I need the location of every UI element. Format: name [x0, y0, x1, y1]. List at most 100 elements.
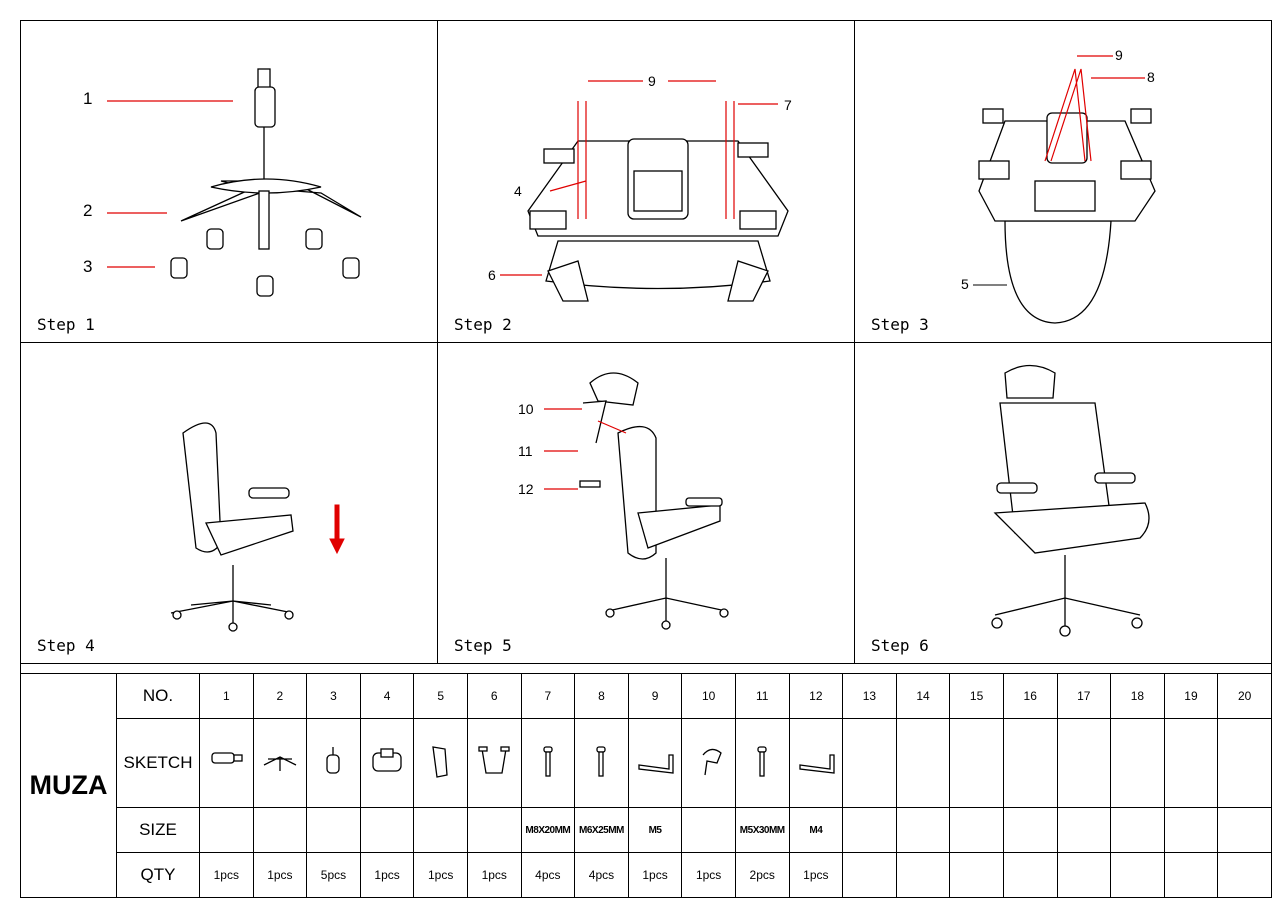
- part-sketch: [788, 717, 844, 809]
- row-header: NO.: [116, 673, 200, 719]
- allen-key-icon: [799, 753, 835, 774]
- part-sketch: [252, 717, 308, 809]
- step-6-illustration: [991, 364, 1150, 637]
- row-header: SKETCH: [116, 717, 200, 809]
- step-label: Step 1: [37, 315, 95, 334]
- part-size: [1002, 807, 1058, 854]
- part-size: M5X30MM: [734, 807, 790, 854]
- callout-3: 3: [83, 257, 93, 276]
- step-2-panel: 9 7 4 6 Step 2: [437, 20, 855, 343]
- part-number: 17: [1056, 673, 1112, 719]
- step-1-illustration: [107, 68, 362, 297]
- part-number: 18: [1110, 673, 1165, 719]
- part-qty: 1pcs: [413, 852, 468, 898]
- part-number: 1: [199, 673, 254, 719]
- step-3-illustration: [973, 55, 1156, 324]
- callout-9: 9: [648, 73, 656, 89]
- part-size: [1110, 807, 1165, 854]
- part-qty: 1pcs: [359, 852, 415, 898]
- part-number: 16: [1002, 673, 1058, 719]
- brand-logo: MUZA: [20, 673, 117, 898]
- backrest-icon: [431, 745, 448, 778]
- callout-2: 2: [83, 201, 93, 220]
- part-sketch: [1217, 717, 1272, 809]
- part-sketch: [895, 717, 951, 809]
- part-qty: [895, 852, 951, 898]
- part-number: 13: [842, 673, 897, 719]
- callout-5: 5: [961, 276, 969, 292]
- part-qty: 1pcs: [199, 852, 254, 898]
- part-size: [413, 807, 468, 854]
- part-size: [1056, 807, 1112, 854]
- part-number: 6: [466, 673, 522, 719]
- part-number: 12: [788, 673, 844, 719]
- part-sketch: [466, 717, 522, 809]
- part-sketch: [627, 717, 683, 809]
- part-sketch: [1110, 717, 1165, 809]
- part-size: [199, 807, 254, 854]
- part-sketch: [199, 717, 254, 809]
- part-qty: 2pcs: [734, 852, 790, 898]
- part-qty: 1pcs: [788, 852, 844, 898]
- mechanism-icon: [372, 747, 402, 772]
- part-qty: [842, 852, 897, 898]
- bolt-icon: [596, 745, 607, 777]
- caster-icon: [326, 746, 341, 774]
- part-number: 14: [895, 673, 951, 719]
- table-row-sketch: SKETCH: [21, 717, 1272, 809]
- callout-7: 7: [784, 97, 792, 113]
- part-qty: 1pcs: [252, 852, 308, 898]
- step-4-panel: Step 4: [20, 342, 438, 664]
- part-sketch: [1002, 717, 1058, 809]
- part-size: [252, 807, 308, 854]
- step-label: Step 6: [871, 636, 929, 655]
- part-size: M5: [627, 807, 683, 854]
- callout-11: 11: [518, 443, 533, 459]
- step-5-illustration: [544, 372, 729, 630]
- part-qty: [1002, 852, 1058, 898]
- row-header: QTY: [116, 852, 200, 898]
- part-sketch: [520, 717, 576, 809]
- step-label: Step 4: [37, 636, 95, 655]
- callout-6: 6: [488, 267, 496, 283]
- step-4-illustration: [170, 422, 345, 632]
- part-qty: [1056, 852, 1112, 898]
- part-number: 20: [1217, 673, 1272, 719]
- part-qty: 5pcs: [306, 852, 361, 898]
- part-sketch: [949, 717, 1004, 809]
- part-number: 19: [1163, 673, 1219, 719]
- part-size: [1163, 807, 1219, 854]
- part-sketch: [681, 717, 736, 809]
- gas-lift-icon: [211, 751, 243, 764]
- part-size: [681, 807, 736, 854]
- step-label: Step 3: [871, 315, 929, 334]
- part-sketch: [306, 717, 361, 809]
- part-size: M4: [788, 807, 844, 854]
- part-qty: 1pcs: [466, 852, 522, 898]
- part-size: [949, 807, 1004, 854]
- part-number: 2: [252, 673, 308, 719]
- step-2-illustration: [500, 80, 789, 302]
- part-size: [842, 807, 897, 854]
- part-sketch: [574, 717, 629, 809]
- callout-1: 1: [83, 89, 93, 108]
- step-6-panel: Step 6: [854, 342, 1272, 664]
- part-qty: [1110, 852, 1165, 898]
- part-qty: [949, 852, 1004, 898]
- callout-4: 4: [514, 183, 522, 199]
- part-number: 5: [413, 673, 468, 719]
- part-number: 7: [520, 673, 576, 719]
- step-3-panel: 9 8 5 Step 3: [854, 20, 1272, 343]
- part-qty: 4pcs: [574, 852, 629, 898]
- part-qty: [1217, 852, 1272, 898]
- row-header: SIZE: [116, 807, 200, 854]
- part-qty: [1163, 852, 1219, 898]
- callout-10: 10: [518, 401, 534, 417]
- part-qty: 4pcs: [520, 852, 576, 898]
- step-label: Step 2: [454, 315, 512, 334]
- armrest-bracket-icon: [478, 745, 510, 774]
- part-number: 10: [681, 673, 736, 719]
